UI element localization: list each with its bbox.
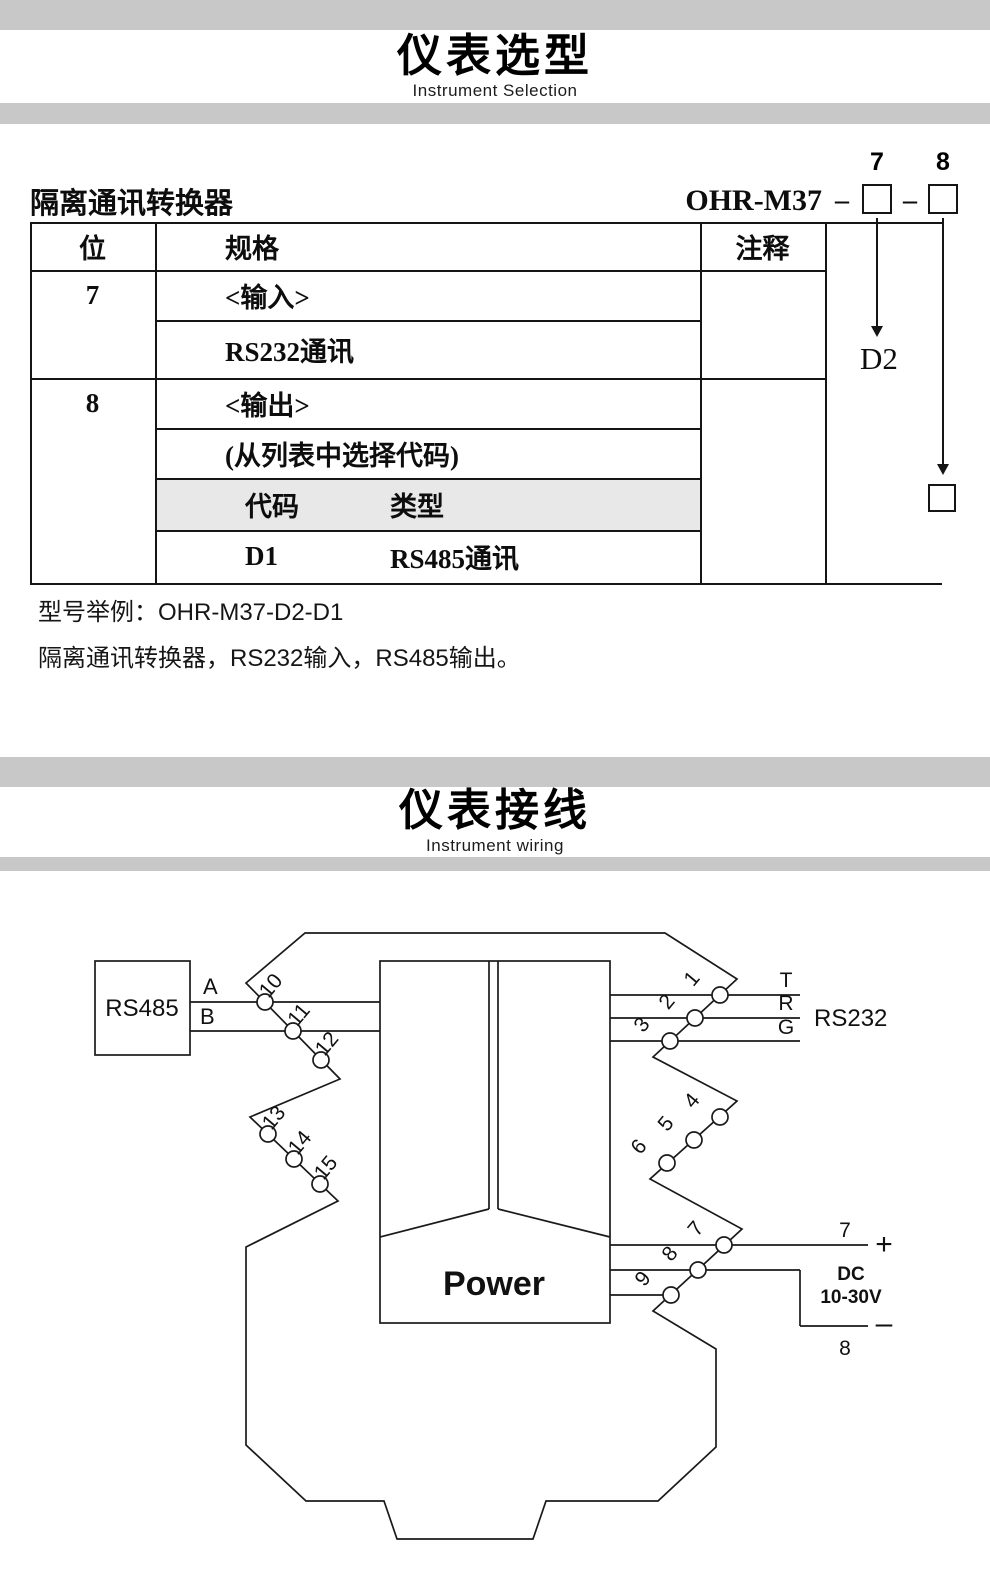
type-d1: RS485通讯: [390, 544, 520, 574]
terminal-12: [312, 1051, 330, 1069]
output-code-box: [928, 484, 956, 512]
model-code: OHR-M37: [685, 184, 822, 217]
arrow-line-8: [942, 218, 944, 464]
row7-spec-rs232: RS232通讯: [225, 336, 355, 367]
code-d1: D1: [245, 541, 278, 571]
terminal-6-label: 6: [626, 1135, 651, 1159]
terminal-4: [711, 1108, 729, 1126]
product-name: 隔离通讯转换器: [30, 188, 234, 220]
header-spec: 规格: [225, 233, 279, 264]
wiring-title: 仪表接线: [399, 785, 591, 835]
arrow-head-8: [937, 464, 949, 475]
wire-a-label: A: [203, 974, 218, 999]
table-line-header: [30, 270, 827, 272]
terminal-4-label: 4: [679, 1089, 704, 1113]
terminal-1-label: 1: [679, 967, 704, 991]
terminal-7-label: 7: [683, 1217, 708, 1241]
rs485-box: [94, 960, 191, 1056]
code-d2: D2: [860, 341, 898, 376]
module-outline: [244, 932, 744, 1540]
barrier-diagonal-left: [379, 1208, 490, 1238]
terminal-7: [715, 1236, 733, 1254]
wire-b-label: B: [200, 1004, 215, 1029]
converter-block: [379, 960, 611, 1324]
dash-separator-2: –: [903, 185, 917, 216]
signal-t-label: T: [780, 969, 793, 992]
order-box-7: [862, 184, 892, 214]
terminal-1: [711, 986, 729, 1004]
terminal-2-label: 2: [654, 990, 679, 1014]
table-line-section: [30, 378, 827, 380]
table-line-bottom: [30, 583, 942, 585]
table-border-left: [30, 222, 32, 585]
wiring-subtitle: Instrument wiring: [426, 836, 564, 856]
wiring-diagram: RS485 A B T R G RS232 7 + DC 10-30V: [94, 932, 893, 1540]
terminal-10: [256, 993, 274, 1011]
row8-spec-select: (从列表中选择代码): [225, 440, 459, 471]
table-line-r4: [155, 530, 702, 532]
position-digit-7: 7: [870, 148, 884, 176]
supply-dc-label: DC: [837, 1264, 865, 1285]
terminal-5: [685, 1131, 703, 1149]
row8-position: 8: [85, 387, 100, 418]
table-border-note: [825, 222, 827, 585]
terminal-6: [658, 1154, 676, 1172]
table-border-position: [155, 222, 157, 585]
terminal-3: [661, 1032, 679, 1050]
arrow-head-7: [871, 326, 883, 337]
barrier-diagonal-right: [497, 1208, 611, 1238]
header-position: 位: [79, 233, 106, 264]
model-example-title: 型号举例：OHR-M37-D2-D1: [38, 599, 344, 626]
signal-g-label: G: [778, 1016, 794, 1039]
position-digit-8: 8: [936, 148, 950, 176]
terminal-9: [662, 1286, 680, 1304]
order-box-8: [928, 184, 958, 214]
terminal-13: [259, 1125, 277, 1143]
terminal-11: [284, 1022, 302, 1040]
code-header-row-bg: [157, 480, 700, 530]
terminal-3-label: 3: [629, 1013, 654, 1037]
supply-pin-8-label: 8: [839, 1337, 851, 1360]
supply-pin-7-label: 7: [839, 1219, 851, 1242]
terminal-2: [686, 1009, 704, 1027]
row7-spec-input: <输入>: [225, 282, 310, 313]
dash-separator-1: –: [835, 185, 849, 216]
type-column-header: 类型: [390, 491, 444, 522]
rs232-label: RS232: [814, 1005, 887, 1032]
selection-title: 仪表选型: [396, 29, 593, 81]
wiring-banner-strip: 仪表接线 Instrument wiring: [0, 787, 990, 857]
selection-subtitle: Instrument Selection: [412, 81, 578, 101]
signal-r-label: R: [778, 992, 793, 1015]
model-example-desc: 隔离通讯转换器，RS232输入，RS485输出。: [38, 645, 521, 672]
table-line-r3: [155, 478, 702, 480]
arrow-line-7: [876, 218, 878, 326]
terminal-8: [689, 1261, 707, 1279]
row7-position: 7: [85, 279, 100, 310]
supply-minus-sign: –: [876, 1307, 893, 1340]
terminal-14: [285, 1150, 303, 1168]
rs485-label: RS485: [105, 995, 178, 1022]
supply-plus-sign: +: [875, 1228, 893, 1261]
table-line-r1: [155, 320, 702, 322]
selection-banner-strip: 仪表选型 Instrument Selection: [0, 30, 990, 103]
table-line-r2: [155, 428, 702, 430]
supply-voltage-label: 10-30V: [820, 1287, 882, 1308]
code-column-header: 代码: [245, 491, 299, 522]
table-line-top: [30, 222, 942, 224]
power-label: Power: [443, 1265, 545, 1303]
header-note: 注释: [735, 233, 790, 264]
terminal-15: [311, 1175, 329, 1193]
table-border-spec: [700, 222, 702, 585]
row8-spec-output: <输出>: [225, 390, 310, 421]
terminal-5-label: 5: [653, 1112, 678, 1136]
